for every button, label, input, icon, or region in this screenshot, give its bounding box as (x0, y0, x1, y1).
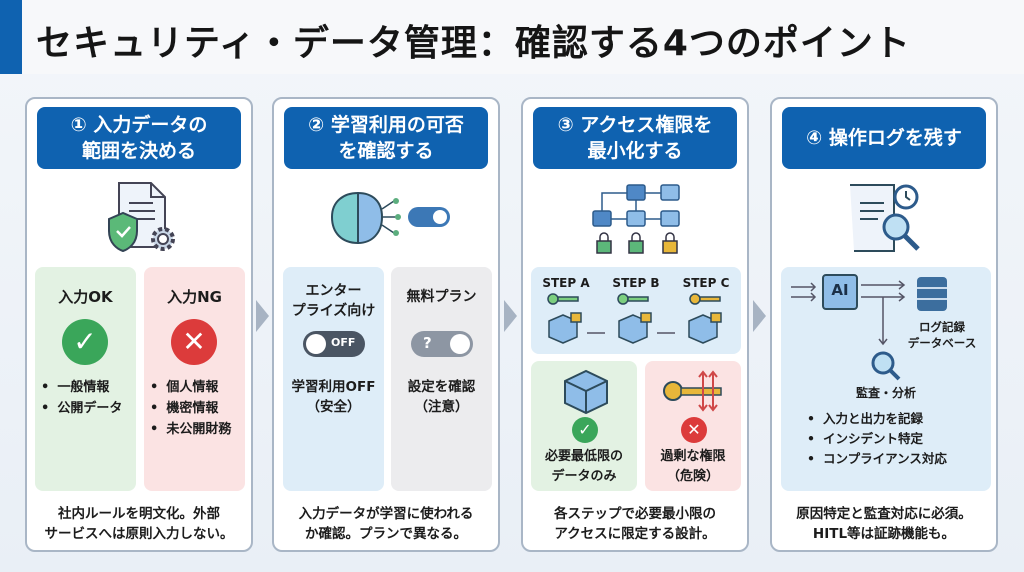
log-scroll-search-icon (850, 184, 920, 252)
list-item: コンプライアンス対応 (807, 449, 947, 469)
list-item: 未公開財務 (150, 419, 231, 440)
list-item: 個人情報 (150, 377, 231, 398)
excess-permission-box: ✕ 過剰な権限 （危険） (645, 361, 741, 491)
free-plan-title: 無料プラン (406, 289, 477, 305)
input-ng-title: 入力NG (167, 288, 222, 306)
check-icon: ✓ (62, 319, 108, 365)
panel-heading: ④ 操作ログを残す (782, 107, 986, 169)
toggle-label: OFF (331, 336, 356, 349)
log-database-label: ログ記録 データベース (907, 320, 977, 350)
enterprise-caption: 学習利用OFF （安全） (291, 379, 376, 415)
panel-access-minimize: ③ アクセス権限を 最小化する STEP A STEP B STEP C ✓ (521, 97, 749, 552)
panel-heading: ① 入力データの 範囲を決める (37, 107, 241, 169)
enterprise-title: エンター プライズ向け (291, 283, 376, 319)
toggle-off: OFF (303, 331, 365, 357)
panel-footer: 原因特定と監査対応に必須。 HITL等は証跡機能も。 (796, 506, 972, 542)
list-item: インシデント特定 (807, 429, 947, 449)
panel-operation-log: ④ 操作ログを残す AI ログ記録 データベース 監査・分析 入力と出力を記録 … (770, 97, 998, 552)
title-accent (0, 0, 22, 74)
input-ng-box: 入力NG ✕ 個人情報 機密情報 未公開財務 (144, 267, 245, 491)
workflow-locks-icon (592, 184, 680, 254)
brain-toggle-icon (330, 191, 450, 245)
panel-footer: 入力データが学習に使われる か確認。プランで異なる。 (298, 506, 474, 542)
ai-chip-label: AI (831, 281, 849, 299)
document-shield-gear-icon (108, 182, 175, 253)
panel-input-scope: ① 入力データの 範囲を決める 入力OK ✓ 一般情報 公開データ 入力NG ✕… (25, 97, 253, 552)
check-icon: ✓ (572, 417, 598, 443)
list-item: 公開データ (41, 398, 122, 419)
ng-list: 個人情報 機密情報 未公開財務 (150, 377, 231, 440)
chevron-right-icon (753, 300, 766, 332)
ai-log-flow-diagram (791, 274, 947, 381)
panel-footer: 各ステップで必要最小限の アクセスに限定する設計。 (554, 506, 716, 542)
log-purpose-list: 入力と出力を記録 インシデント特定 コンプライアンス対応 (807, 409, 947, 469)
key-arrows-icon (663, 370, 722, 412)
excess-permission-caption: 過剰な権限 （危険） (660, 449, 726, 484)
list-item: 一般情報 (41, 377, 122, 398)
ok-list: 一般情報 公開データ (41, 377, 122, 419)
step-label: STEP B (612, 276, 660, 290)
minimum-data-box: ✓ 必要最低限の データのみ (531, 361, 637, 491)
step-label: STEP C (682, 276, 730, 290)
list-item: 入力と出力を記録 (807, 409, 947, 429)
panel-training-usage: ② 学習利用の可否 を確認する エンター プライズ向け OFF 学習利用OFF … (272, 97, 500, 552)
enterprise-box: エンター プライズ向け OFF 学習利用OFF （安全） (283, 267, 384, 491)
free-plan-caption: 設定を確認 （注意） (407, 379, 476, 415)
input-ok-title: 入力OK (58, 288, 113, 306)
panel-heading: ③ アクセス権限を 最小化する (533, 107, 737, 169)
audit-analysis-label: 監査・分析 (855, 386, 916, 400)
panel-heading: ② 学習利用の可否 を確認する (284, 107, 488, 169)
input-ok-box: 入力OK ✓ 一般情報 公開データ (35, 267, 136, 491)
steps-box: STEP A STEP B STEP C (531, 267, 741, 354)
log-flow-box: AI ログ記録 データベース 監査・分析 入力と出力を記録 インシデント特定 コ… (781, 267, 991, 491)
minimum-data-caption: 必要最低限の データのみ (544, 449, 623, 484)
toggle-label: ? (423, 334, 432, 352)
cross-icon: ✕ (681, 417, 707, 443)
title-bar: セキュリティ・データ管理：確認する4つのポイント (0, 0, 1024, 74)
package-icon (564, 369, 608, 415)
page-title: セキュリティ・データ管理：確認する4つのポイント (36, 23, 911, 64)
free-plan-box: 無料プラン ? 設定を確認 （注意） (391, 267, 492, 491)
panel-footer: 社内ルールを明文化。外部 サービスへは原則入力しない。 (44, 506, 234, 542)
chevron-right-icon (256, 300, 269, 332)
list-item: 機密情報 (150, 398, 231, 419)
steps-keys-boxes-icon (547, 293, 722, 344)
step-label: STEP A (542, 276, 590, 290)
cross-icon: ✕ (171, 319, 217, 365)
chevron-right-icon (504, 300, 517, 332)
toggle-unknown: ? (411, 331, 473, 357)
